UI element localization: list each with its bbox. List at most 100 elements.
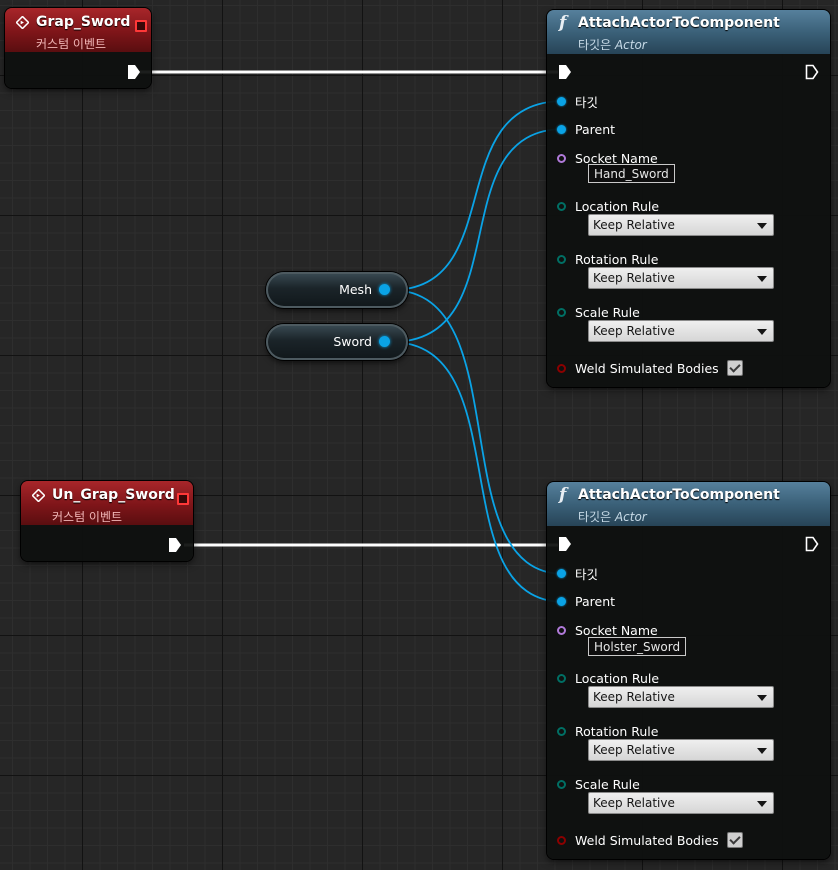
pin-label: Location Rule <box>575 670 660 686</box>
object-out-pin[interactable] <box>379 284 390 295</box>
dropdown-value: Keep Relative <box>593 324 675 338</box>
pin-label: Parent <box>575 593 616 609</box>
rotation-rule-pin-row[interactable]: Rotation Rule <box>557 722 658 740</box>
exec-out-pin[interactable] <box>127 64 141 80</box>
subtitle-prefix: 타깃은 <box>578 510 612 524</box>
name-in-pin[interactable] <box>557 153 566 163</box>
dropdown-value: Keep Relative <box>593 796 675 810</box>
object-in-pin[interactable] <box>557 96 566 106</box>
variable-label: Mesh <box>339 282 372 297</box>
object-in-pin[interactable] <box>557 596 566 606</box>
subtitle-class: Actor <box>614 510 647 524</box>
chevron-down-icon <box>757 695 767 701</box>
scale-rule-pin-row[interactable]: Scale Rule <box>557 303 640 321</box>
enum-in-pin[interactable] <box>557 726 566 736</box>
function-f-icon: f <box>559 485 567 505</box>
bool-in-pin[interactable] <box>557 835 566 845</box>
location-rule-pin-row[interactable]: Location Rule <box>557 197 659 215</box>
exec-in-pin[interactable] <box>558 536 572 552</box>
rotation-rule-dropdown[interactable]: Keep Relative <box>588 267 774 289</box>
variable-node-mesh[interactable]: Mesh <box>266 272 408 308</box>
rotation-rule-dropdown[interactable]: Keep Relative <box>588 739 774 761</box>
checkbox-checked-icon[interactable] <box>726 360 743 376</box>
dropdown-value: Keep Relative <box>593 218 675 232</box>
event-node-un-grap-sword[interactable]: Un_Grap_Sword 커스텀 이벤트 <box>21 481 193 561</box>
rotation-rule-pin-row[interactable]: Rotation Rule <box>557 250 658 268</box>
socket-name-input[interactable]: Holster_Sword <box>588 637 687 656</box>
function-title: AttachActorToComponent <box>578 15 780 31</box>
scale-rule-pin-row[interactable]: Scale Rule <box>557 775 640 793</box>
name-in-pin[interactable] <box>557 625 566 635</box>
target-pin-row[interactable]: 타깃 <box>557 564 598 582</box>
chevron-down-icon <box>757 223 767 229</box>
delegate-square-icon[interactable] <box>177 493 189 505</box>
location-rule-dropdown[interactable]: Keep Relative <box>588 214 774 236</box>
exec-in-pin[interactable] <box>558 64 572 80</box>
chevron-down-icon <box>757 748 767 754</box>
checkbox-checked-icon[interactable] <box>726 832 743 848</box>
object-out-pin[interactable] <box>379 336 390 347</box>
pin-label: Weld Simulated Bodies <box>575 360 719 376</box>
socket-name-input[interactable]: Hand_Sword <box>588 164 675 183</box>
wire-mesh-to-target-2[interactable] <box>390 289 565 575</box>
subtitle-class: Actor <box>614 38 647 52</box>
enum-in-pin[interactable] <box>557 307 566 317</box>
pin-label: Scale Rule <box>575 304 640 320</box>
pin-label: 타깃 <box>575 94 599 110</box>
function-title: AttachActorToComponent <box>578 487 780 503</box>
event-node-grap-sword[interactable]: Grap_Sword 커스텀 이벤트 <box>5 8 151 88</box>
wire-sword-to-parent-2[interactable] <box>390 341 565 603</box>
function-node-attach-2[interactable]: f AttachActorToComponent 타깃은 Actor 타깃 Pa… <box>547 482 830 859</box>
socket-name-pin-row[interactable]: Socket Name <box>557 621 658 639</box>
object-in-pin[interactable] <box>557 568 566 578</box>
function-subtitle: 타깃은 Actor <box>578 36 647 53</box>
variable-label: Sword <box>333 334 372 349</box>
chevron-down-icon <box>757 276 767 282</box>
location-rule-dropdown[interactable]: Keep Relative <box>588 686 774 708</box>
enum-in-pin[interactable] <box>557 254 566 264</box>
object-in-pin[interactable] <box>557 124 566 134</box>
function-node-header[interactable]: f AttachActorToComponent 타깃은 Actor <box>547 482 830 526</box>
enum-in-pin[interactable] <box>557 779 566 789</box>
exec-out-pin[interactable] <box>168 537 182 553</box>
bool-in-pin[interactable] <box>557 363 566 373</box>
exec-out-pin[interactable] <box>805 536 819 552</box>
weld-pin-row[interactable]: Weld Simulated Bodies <box>557 831 743 849</box>
event-node-header[interactable]: Un_Grap_Sword 커스텀 이벤트 <box>21 481 193 525</box>
pin-label: Socket Name <box>575 150 658 166</box>
function-f-icon: f <box>559 13 567 33</box>
enum-in-pin[interactable] <box>557 673 566 683</box>
pin-label: 타깃 <box>575 566 599 582</box>
parent-pin-row[interactable]: Parent <box>557 592 615 610</box>
pin-label: Socket Name <box>575 622 658 638</box>
event-node-header[interactable]: Grap_Sword 커스텀 이벤트 <box>5 8 151 52</box>
pin-label: Scale Rule <box>575 776 640 792</box>
event-title: Un_Grap_Sword <box>52 487 175 503</box>
chevron-down-icon <box>757 801 767 807</box>
delegate-square-icon[interactable] <box>135 20 147 32</box>
event-subtitle: 커스텀 이벤트 <box>36 37 107 51</box>
socket-name-pin-row[interactable]: Socket Name <box>557 149 658 167</box>
weld-pin-row[interactable]: Weld Simulated Bodies <box>557 359 743 377</box>
target-pin-row[interactable]: 타깃 <box>557 92 598 110</box>
wire-sword-to-parent-1[interactable] <box>390 128 565 343</box>
scale-rule-dropdown[interactable]: Keep Relative <box>588 792 774 814</box>
variable-node-sword[interactable]: Sword <box>266 324 408 360</box>
pin-label: Rotation Rule <box>575 251 659 267</box>
subtitle-prefix: 타깃은 <box>578 38 612 52</box>
scale-rule-dropdown[interactable]: Keep Relative <box>588 320 774 342</box>
event-title: Grap_Sword <box>36 14 131 30</box>
parent-pin-row[interactable]: Parent <box>557 120 615 138</box>
dropdown-value: Keep Relative <box>593 271 675 285</box>
pin-label: Location Rule <box>575 198 660 214</box>
location-rule-pin-row[interactable]: Location Rule <box>557 669 659 687</box>
function-node-header[interactable]: f AttachActorToComponent 타깃은 Actor <box>547 10 830 54</box>
function-subtitle: 타깃은 Actor <box>578 508 647 525</box>
wire-mesh-to-target-1[interactable] <box>390 100 565 291</box>
function-node-attach-1[interactable]: f AttachActorToComponent 타깃은 Actor 타깃 Pa… <box>547 10 830 387</box>
pin-label: Rotation Rule <box>575 723 659 739</box>
pin-label: Weld Simulated Bodies <box>575 832 719 848</box>
event-diamond-icon <box>32 489 45 502</box>
enum-in-pin[interactable] <box>557 201 566 211</box>
exec-out-pin[interactable] <box>805 64 819 80</box>
